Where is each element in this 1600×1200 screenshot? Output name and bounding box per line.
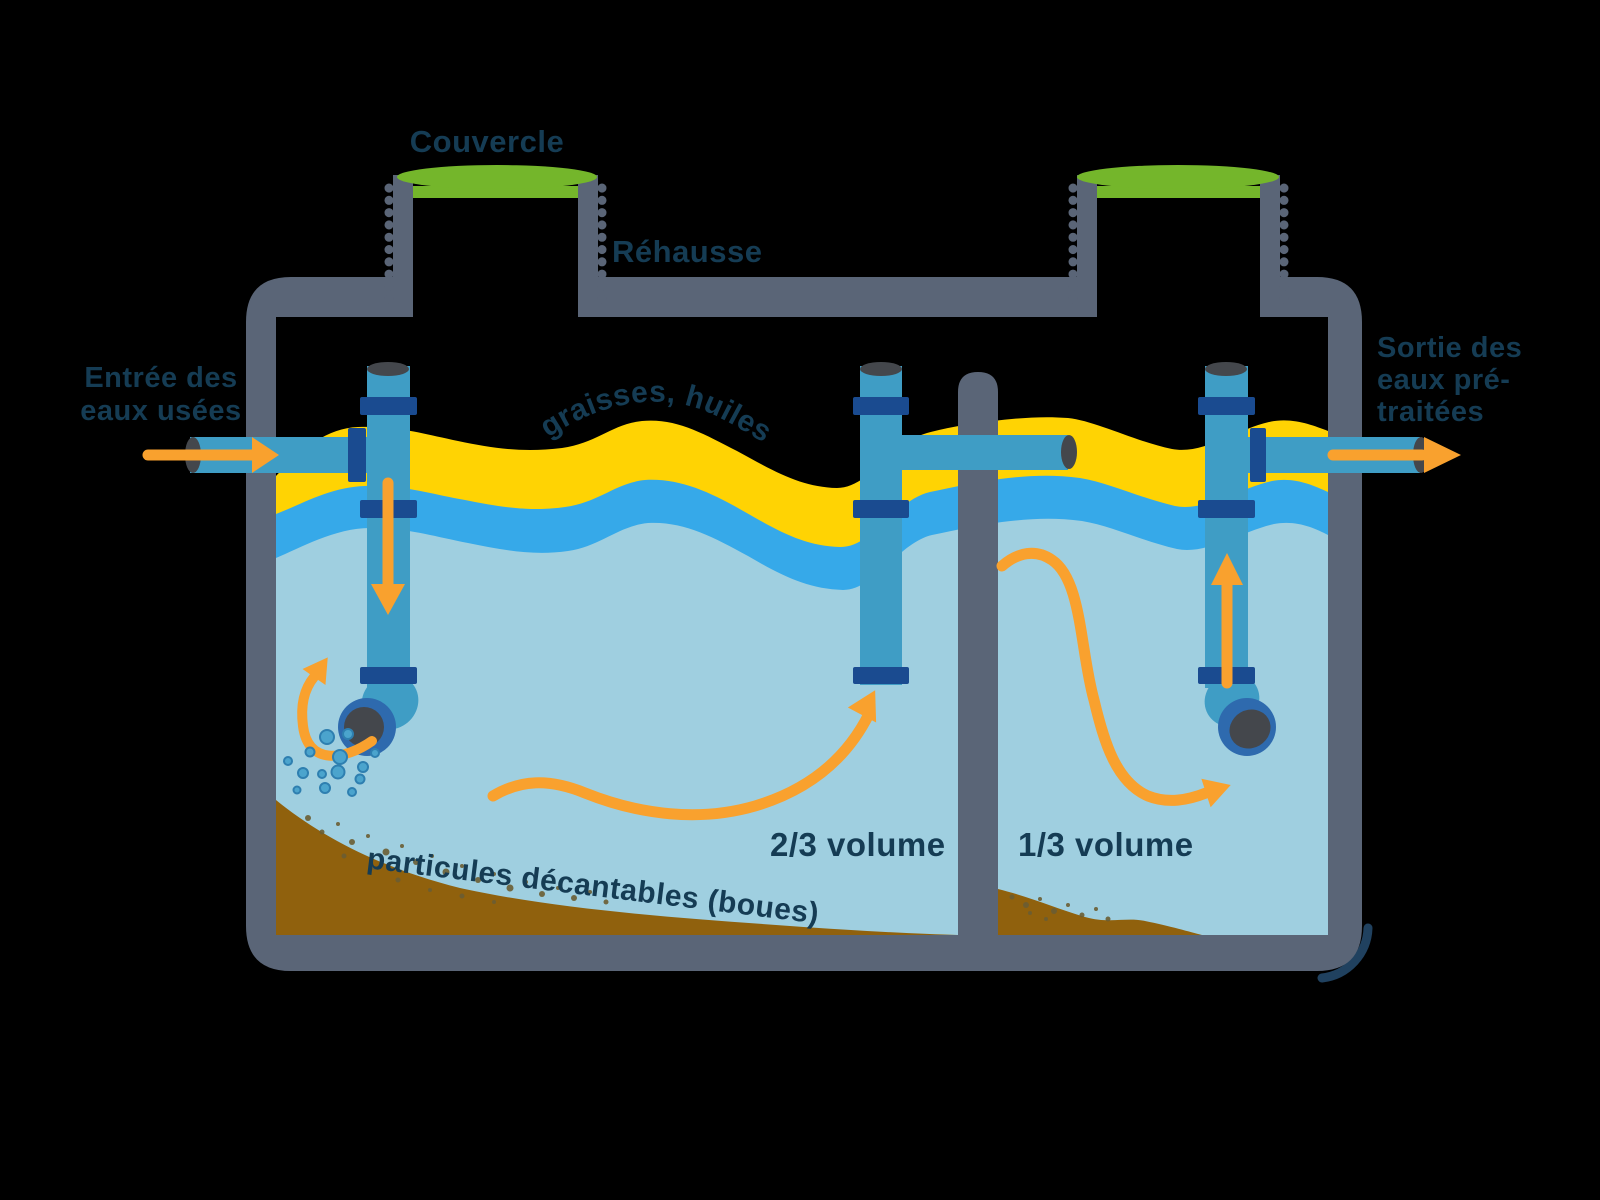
pipe-collar xyxy=(853,500,909,518)
transfer-pipe xyxy=(853,362,1077,685)
flow-arrow-chamber1 xyxy=(487,690,877,821)
upflow-arrow xyxy=(1211,553,1243,689)
riser-right-opening xyxy=(1097,276,1260,318)
sludge-layer-chamber1 xyxy=(276,800,958,935)
label-rehausse: Réhausse xyxy=(612,234,762,269)
pipe-collar xyxy=(1198,397,1255,415)
pipe-cap-icon xyxy=(860,362,902,376)
pipe-flange xyxy=(348,428,366,482)
outlet-pipe xyxy=(1198,362,1429,756)
pipe-end-icon xyxy=(1061,435,1077,469)
pipe-cap-icon xyxy=(367,362,409,376)
riser-left-opening xyxy=(413,276,578,318)
label-couvercle: Couvercle xyxy=(410,124,564,159)
outlet-flow-arrow xyxy=(1327,437,1461,473)
sludge-speckles xyxy=(305,815,1111,922)
riser-left xyxy=(384,165,607,317)
pipe-cap-icon xyxy=(1205,362,1247,376)
sludge-layer-chamber2 xyxy=(998,889,1202,935)
pipe-collar xyxy=(853,397,909,415)
label-entree-line2: eaux usées xyxy=(80,395,241,427)
corner-shadow-accent xyxy=(1317,923,1373,983)
tank-contents xyxy=(276,417,1328,935)
downflow-arrow xyxy=(371,477,405,615)
lid-lip-left xyxy=(413,186,578,198)
pipe-flange xyxy=(1250,428,1266,482)
inlet-pipe xyxy=(185,362,419,756)
pipe-collar xyxy=(853,667,909,684)
inlet-flow-arrow xyxy=(142,437,279,473)
label-volume-chambre2: 1/3 volume xyxy=(1018,826,1194,863)
label-volume-chambre1: 2/3 volume xyxy=(770,826,946,863)
bubbles xyxy=(283,728,380,797)
lid-left xyxy=(397,165,597,189)
lid-lip-right xyxy=(1097,186,1260,198)
outflow-spurt-arrow xyxy=(297,657,377,761)
baffle-wall xyxy=(958,372,998,935)
pipe-collar xyxy=(360,667,417,684)
pipe-opening-icon xyxy=(1229,709,1271,749)
riser-right xyxy=(1068,165,1289,317)
label-sortie-line2: eaux pré- xyxy=(1377,364,1510,396)
water-body xyxy=(276,518,1328,935)
lid-right xyxy=(1077,165,1279,189)
pipe-collar xyxy=(1198,500,1255,518)
label-sortie-line3: traitées xyxy=(1377,396,1484,428)
pipe-collar xyxy=(360,397,417,415)
label-entree-line1: Entrée des xyxy=(84,362,237,394)
label-sortie-line1: Sortie des xyxy=(1377,332,1522,364)
flow-arrow-chamber2 xyxy=(996,547,1231,808)
